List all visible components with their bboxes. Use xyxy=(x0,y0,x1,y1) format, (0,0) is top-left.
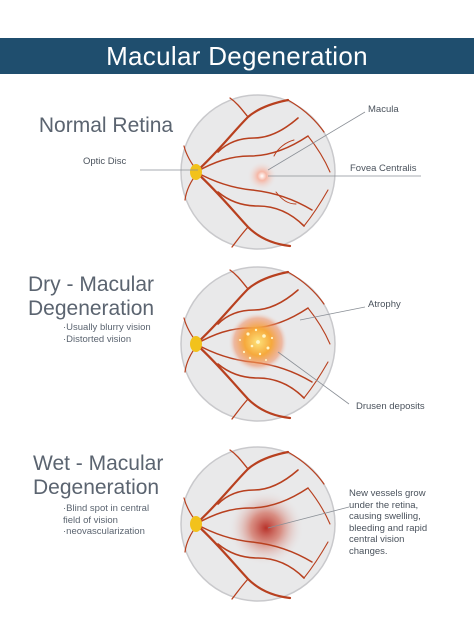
dry-md-title: Dry - Macular Degeneration xyxy=(28,273,178,321)
wet-md-symptom: field of vision xyxy=(63,514,118,526)
drusen-deposits xyxy=(239,328,274,361)
macula-label: Macula xyxy=(368,104,399,115)
optic-disc xyxy=(190,164,202,180)
wet-md-title-line-1: Wet - Macular xyxy=(33,452,164,475)
wet-md-symptom: ·Blind spot in central xyxy=(63,503,150,514)
normal-retina-title-line: Normal Retina xyxy=(38,114,174,137)
dry-md-symptom: ·Distorted vision xyxy=(63,333,132,345)
wet-md-symptoms: ·Blind spot in central field of vision ·… xyxy=(63,503,149,538)
blood-vessels xyxy=(183,449,331,600)
wet-md-title-line-2: Degeneration xyxy=(33,476,160,499)
dry-md-symptom: ·Usually blurry vision xyxy=(63,322,151,333)
new-vessels-label-line: New vessels grow xyxy=(349,488,426,499)
title-banner: Macular Degeneration xyxy=(0,38,474,74)
normal-retina-title: Normal Retina xyxy=(30,114,182,138)
optic-disc xyxy=(190,336,202,352)
wet-md-retina-illustration xyxy=(180,446,336,602)
drusen-deposits-label: Drusen deposits xyxy=(356,401,425,412)
new-vessels-label-line: causing swelling, xyxy=(349,511,421,522)
new-vessels-label-line: bleeding and rapid xyxy=(349,522,428,534)
blind-spot-area xyxy=(228,490,304,566)
normal-retina-illustration xyxy=(180,94,336,250)
fovea-centralis-label: Fovea Centralis xyxy=(350,163,417,174)
dry-md-title-line-2: Degeneration xyxy=(28,297,155,320)
dry-md-symptoms: ·Usually blurry vision ·Distorted vision xyxy=(63,322,151,345)
new-vessels-label-line: changes. xyxy=(349,545,388,557)
new-vessels-label-line: under the retina, xyxy=(349,499,419,511)
optic-disc-label: Optic Disc xyxy=(83,156,127,167)
wet-md-title: Wet - Macular Degeneration xyxy=(33,452,183,500)
new-vessels-label: New vessels grow under the retina, causi… xyxy=(349,488,427,557)
new-vessels-label-line: central vision xyxy=(349,534,405,545)
dry-md-title-line-1: Dry - Macular xyxy=(28,273,155,296)
atrophy-label: Atrophy xyxy=(368,299,401,310)
dry-md-retina-illustration xyxy=(180,266,336,422)
wet-md-symptom: ·neovascularization xyxy=(63,526,145,537)
fovea-spot xyxy=(247,161,277,191)
optic-disc xyxy=(190,516,202,532)
page-title: Macular Degeneration xyxy=(106,40,368,71)
